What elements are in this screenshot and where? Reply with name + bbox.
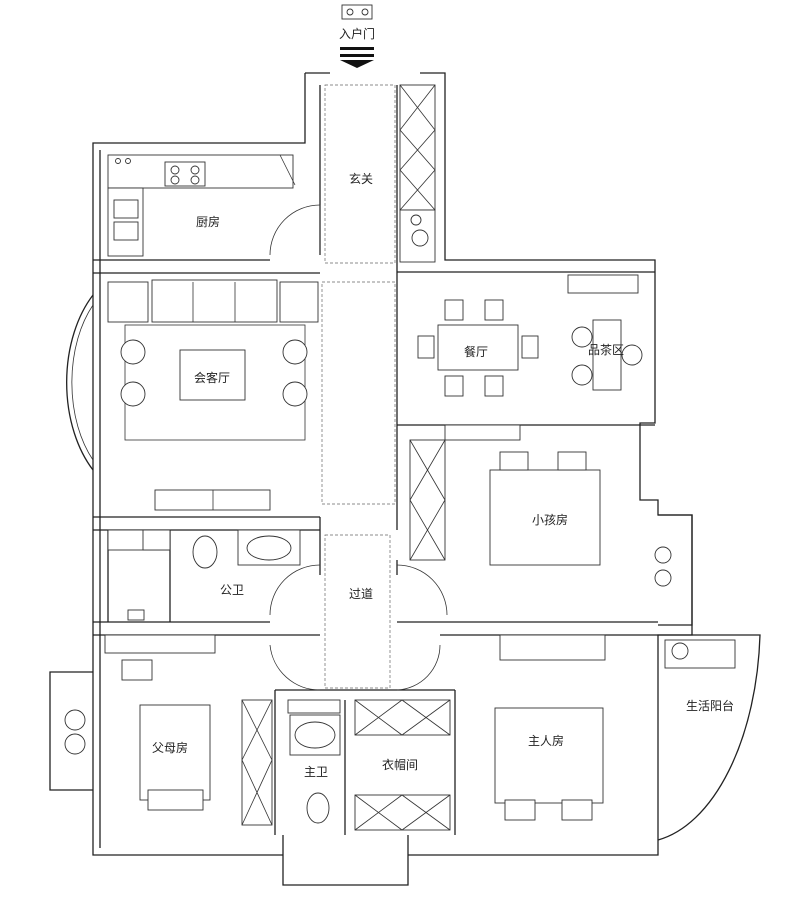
label-utility-balcony: 生活阳台 [686,698,734,713]
kids-furniture [409,424,693,626]
label-public-bath: 公卫 [220,583,244,597]
public-bath-fixtures [107,529,321,621]
foyer-cabinet [399,84,436,263]
entry-arrow [340,4,374,68]
label-master: 主人房 [528,733,564,748]
corridor-doors [269,564,448,691]
label-corridor: 过道 [349,587,373,601]
label-parents: 父母房 [152,740,188,755]
label-kitchen: 厨房 [196,214,220,229]
label-foyer: 玄关 [349,171,373,186]
label-entry-door: 入户门 [339,26,375,41]
utility-balcony-shape [657,634,761,841]
master-furniture [494,634,606,821]
parents-furniture [49,634,273,826]
closet-fixtures [354,699,451,831]
label-living: 会客厅 [194,370,230,385]
master-bath-fixtures [287,699,341,824]
label-dining: 餐厅 [464,344,488,359]
label-master-bath: 主卫 [304,765,328,779]
living-furniture [66,279,319,511]
dining-furniture [417,274,643,397]
label-kids: 小孩房 [532,512,568,527]
room-labels: 入户门 玄关 厨房 会客厅 餐厅 品茶区 小孩房 公卫 过道 生活阳台 父母房 … [152,26,734,779]
kitchen-fixtures [107,154,321,257]
corridor-dashes [321,84,396,689]
label-tea: 品茶区 [588,342,624,357]
label-closet: 衣帽间 [382,757,418,772]
